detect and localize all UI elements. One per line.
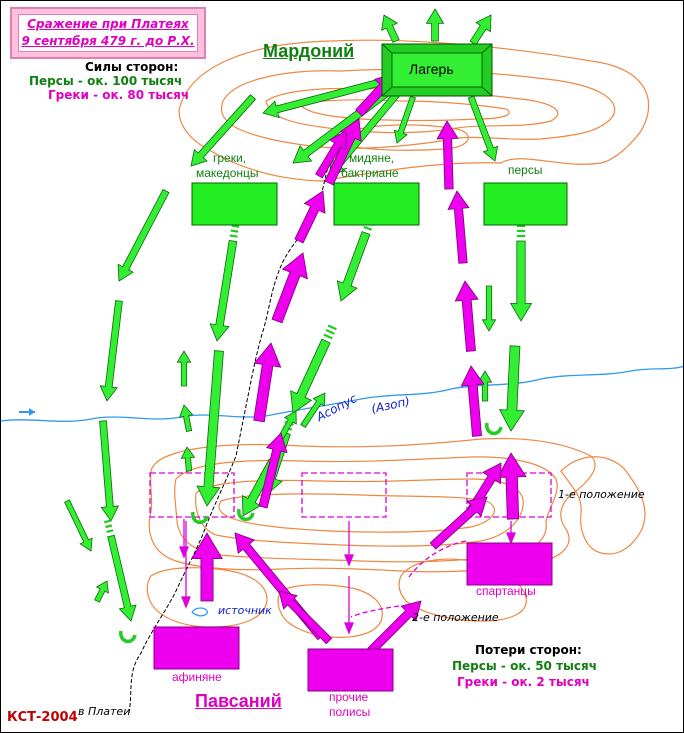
greek-advance-arrow — [496, 452, 527, 520]
persian-advance-arrow — [99, 300, 123, 402]
unit-athenians — [153, 626, 240, 670]
persian-advance-arrow — [117, 188, 170, 282]
losses-greeks: Греки - ок. 2 тысяч — [457, 675, 590, 689]
retreat-dashed-arrows — [350, 540, 467, 618]
credit-label: КСТ-2004 — [7, 710, 78, 725]
persian-advance-arrow — [300, 392, 326, 429]
persian-advance-arrow — [103, 519, 137, 622]
persian-advance-arrow — [290, 324, 337, 414]
forces-persians: Персы - ок. 100 тысяч — [29, 74, 183, 88]
unit-other-poleis — [307, 648, 394, 692]
contour-line — [398, 558, 527, 622]
greek-advance-arrow — [191, 532, 223, 602]
label-poleis-line2: полисы — [329, 705, 371, 719]
greek-advance-arrow — [294, 190, 326, 244]
label-medes-line1: мидяне, — [349, 151, 395, 165]
label-persians: персы — [508, 163, 543, 177]
losses-heading: Потери сторон: — [475, 643, 582, 657]
greek-advance-arrow — [278, 590, 333, 645]
persian-advance-arrow — [336, 216, 376, 302]
greek-advance-arrow — [367, 600, 422, 655]
losses-persians: Персы - ок. 50 тысяч — [452, 659, 597, 673]
unit-greeks-macedonians — [191, 182, 278, 226]
title-box: Сражение при Платеях 9 сентября 479 г. д… — [10, 7, 206, 59]
greek-advance-arrow — [315, 130, 347, 179]
spring-symbol — [191, 607, 208, 617]
greek-advance-arrow — [447, 190, 470, 264]
persian-advance-arrow — [209, 224, 240, 342]
persian-advance-arrow — [481, 285, 497, 332]
persian-advance-arrow — [178, 404, 194, 432]
persian-advance-arrow — [99, 420, 120, 522]
greek-advance-arrow — [271, 252, 308, 324]
persian-advance-arrow — [190, 94, 257, 167]
unit-spartans — [466, 542, 553, 586]
forces-heading: Силы сторон: — [85, 60, 179, 74]
first-position-other-poleis — [301, 472, 387, 518]
persian-advance-arrow — [393, 95, 417, 144]
persian-turn-arrow — [191, 511, 209, 525]
greek-advance-arrow — [454, 280, 479, 352]
title-panel: Сражение при Платеях 9 сентября 479 г. д… — [18, 14, 198, 52]
camp-label: Лагерь — [409, 61, 454, 77]
label-greeks-line1: греки, — [213, 151, 247, 165]
greek-units — [153, 542, 553, 692]
persian-advance-arrow — [64, 499, 93, 552]
greek-advance-arrow — [429, 496, 488, 550]
commander-pausanias: Павсаний — [195, 691, 282, 711]
position-shift-arrows — [179, 519, 516, 635]
persian-turn-arrow — [485, 422, 503, 436]
first-position-athenians — [149, 472, 235, 518]
contour-line — [560, 456, 646, 555]
persian-advance-arrow — [262, 75, 395, 119]
road-label: в Платеи — [78, 705, 131, 718]
contour-line — [218, 493, 496, 533]
commander-mardonius: Мардоний — [263, 41, 355, 61]
persian-advance-arrow — [469, 14, 492, 46]
persian-turn-arrow — [237, 508, 255, 522]
persian-advance-arrow — [498, 345, 526, 432]
persian-advance-arrow — [467, 95, 499, 162]
label-spartans: спартанцы — [476, 584, 536, 598]
spring-label: источник — [218, 604, 272, 617]
forces-greeks: Греки - ок. 80 тысяч — [48, 88, 190, 102]
first-position-label: 1-е положение — [558, 488, 645, 501]
title-line-2: 9 сентября 479 г. до Р.Х. — [21, 34, 195, 48]
contour-line — [178, 39, 650, 182]
greek-advance-arrow — [460, 365, 485, 437]
persian-advance-arrow — [509, 224, 533, 322]
greek-advance-arrow — [436, 120, 459, 190]
second-position-label: 2-е положение — [412, 611, 499, 624]
greek-advance-arrow — [258, 432, 288, 509]
greek-advance-arrow — [253, 342, 282, 423]
persian-advance-arrow — [381, 14, 400, 43]
persian-advance-arrow — [477, 370, 493, 402]
label-athenians: афиняне — [172, 670, 222, 684]
persian-turn-arrow — [119, 630, 137, 644]
persian-advance-arrow — [94, 580, 109, 603]
label-medes-line2: бактриане — [341, 166, 399, 180]
persian-units — [191, 182, 568, 226]
greek-advance-arrow — [324, 118, 362, 186]
label-greeks-line2: македонцы — [196, 166, 259, 180]
label-poleis-line1: прочие — [329, 690, 369, 704]
persian-camp — [381, 43, 493, 97]
persian-advance-arrow — [196, 350, 224, 507]
contour-line — [220, 68, 616, 149]
troop-movement-arrows — [64, 8, 533, 655]
unit-persians — [483, 182, 568, 226]
title-line-1: Сражение при Платеях — [27, 17, 189, 31]
persian-advance-arrow — [180, 446, 196, 472]
contour-line — [277, 584, 383, 638]
persian-advance-arrow — [176, 350, 192, 387]
river-asopus — [1, 365, 683, 422]
contour-line — [148, 437, 596, 573]
unit-medes-bactrians — [333, 182, 420, 226]
persian-advance-arrow — [425, 8, 445, 42]
